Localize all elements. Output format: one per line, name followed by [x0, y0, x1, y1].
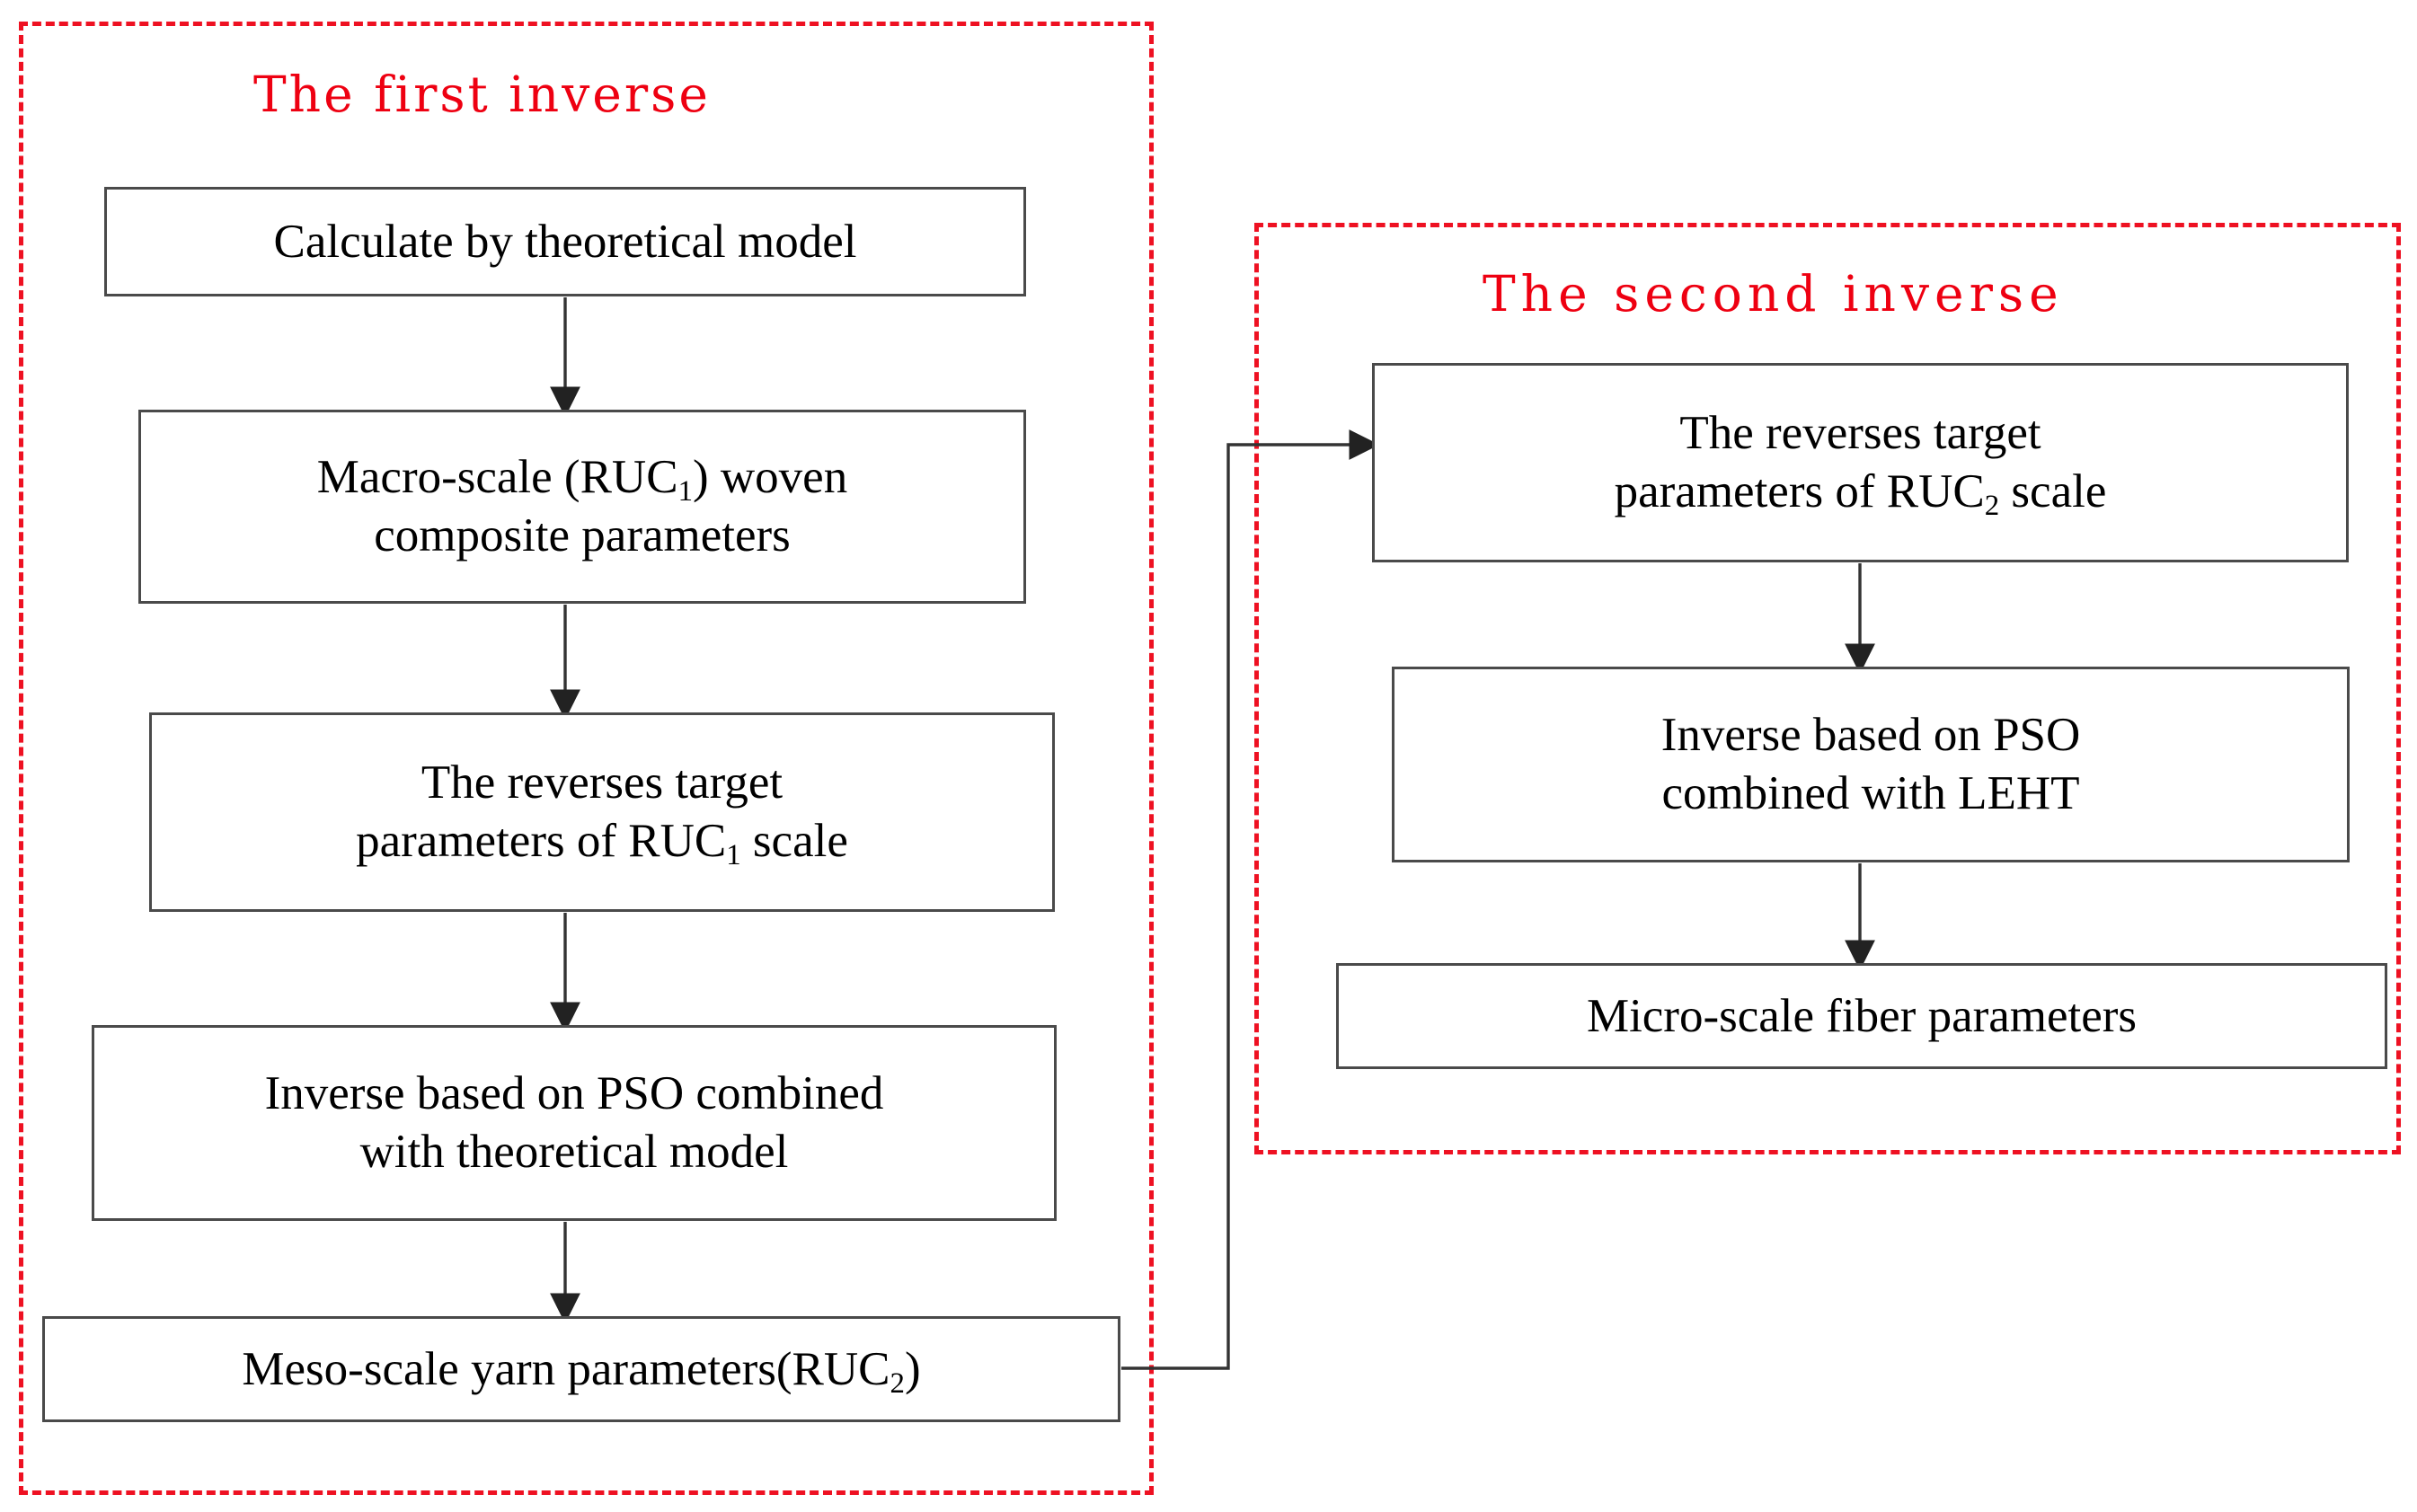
node-inverse-pso-theoretical-model[interactable]: Inverse based on PSO combined with theor… [92, 1025, 1057, 1221]
node-pso2-line-2: combined with LEHT [1661, 767, 2080, 819]
node-rev1-line-1: The reverses target [421, 756, 784, 809]
node-macro-line-1: Macro-scale (RUC1) woven [316, 451, 848, 508]
node-rev2-line-1: The reverses target [1679, 407, 2041, 460]
node-pso1-line-1: Inverse based on PSO combined [264, 1067, 884, 1120]
node-micro-line-1: Micro-scale fiber parameters [1586, 989, 2138, 1042]
group-title-second-inverse: The second inverse [1483, 265, 2064, 323]
node-macro-scale-woven-composite-parameters[interactable]: Macro-scale (RUC1) woven composite param… [138, 410, 1026, 604]
group-title-first-inverse: The first inverse [253, 66, 711, 123]
node-calc-line-1: Calculate by theoretical model [273, 215, 857, 268]
node-reverses-target-parameters-ruc1[interactable]: The reverses target parameters of RUC1 s… [149, 712, 1055, 912]
node-meso-line-1: Meso-scale yarn parameters(RUC2) [242, 1342, 921, 1400]
node-rev2-line-2: parameters of RUC2 scale [1614, 465, 2107, 523]
node-macro-line-2: composite parameters [374, 509, 791, 561]
node-reverses-target-parameters-ruc2[interactable]: The reverses target parameters of RUC2 s… [1372, 363, 2349, 562]
node-inverse-pso-leht[interactable]: Inverse based on PSO combined with LEHT [1392, 667, 2350, 862]
node-micro-scale-fiber-parameters[interactable]: Micro-scale fiber parameters [1336, 963, 2387, 1069]
node-pso2-line-1: Inverse based on PSO [1660, 709, 2081, 762]
node-rev1-line-2: parameters of RUC1 scale [356, 815, 848, 872]
node-calculate-by-theoretical-model[interactable]: Calculate by theoretical model [104, 187, 1026, 296]
node-pso1-line-2: with theoretical model [359, 1126, 789, 1178]
node-meso-scale-yarn-parameters-ruc2[interactable]: Meso-scale yarn parameters(RUC2) [42, 1316, 1120, 1422]
